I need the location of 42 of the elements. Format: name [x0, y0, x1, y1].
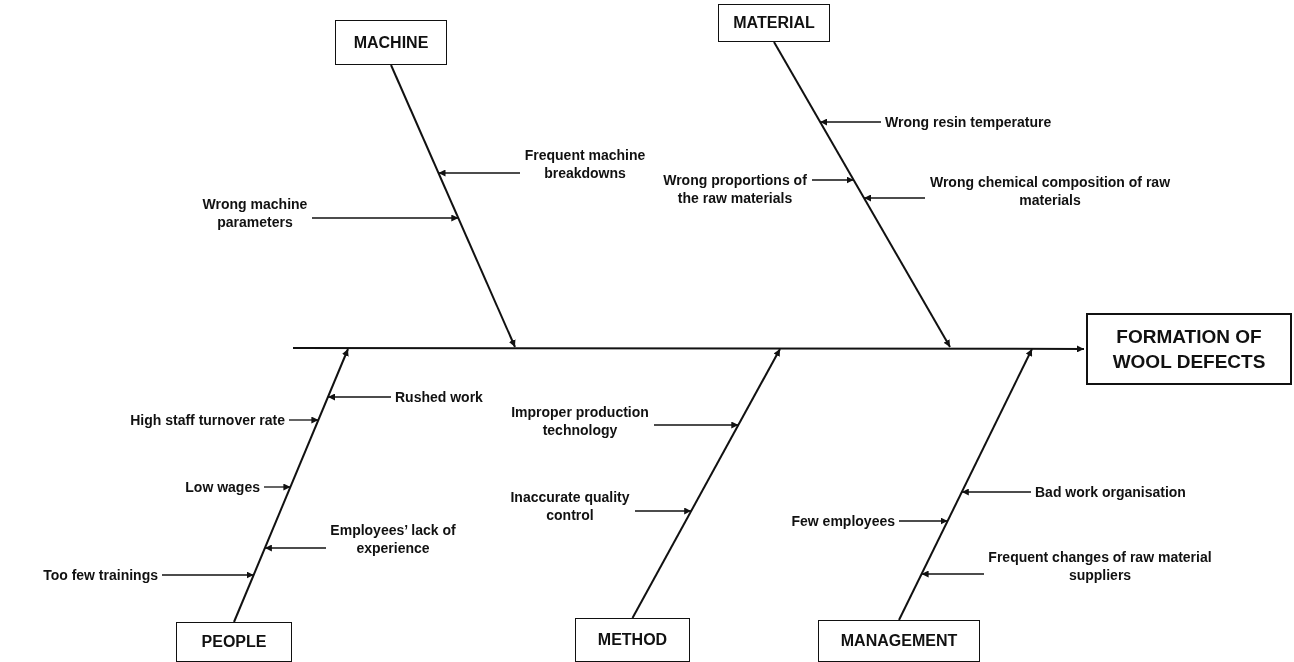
arrow [264, 544, 327, 552]
category-box: MANAGEMENT [818, 620, 980, 662]
arrow [653, 421, 739, 429]
cause-label: Bad work organisation [1035, 483, 1187, 501]
cause-label: Employees’ lack of experience [329, 521, 457, 557]
cause-label: Wrong machine parameters [202, 195, 308, 231]
bone-arrow [898, 348, 1033, 621]
category-box: METHOD [575, 618, 690, 662]
arrow [288, 416, 320, 424]
arrow [961, 488, 1032, 496]
bone-arrow [390, 64, 516, 348]
arrow [863, 194, 926, 202]
bone-arrow [773, 41, 951, 348]
arrow [634, 507, 692, 515]
arrow [898, 517, 949, 525]
cause-label: Low wages [184, 478, 260, 496]
category-box: PEOPLE [176, 622, 292, 662]
cause-label: Improper production technology [510, 403, 650, 439]
cause-label: Wrong resin temperature [885, 113, 1053, 131]
arrow [327, 393, 392, 401]
arrow [437, 169, 521, 177]
cause-label: Too few trainings [42, 566, 158, 584]
bone-arrow [233, 348, 349, 623]
spine-arrow [292, 345, 1085, 353]
category-box: MATERIAL [718, 4, 830, 42]
arrow [819, 118, 882, 126]
cause-label: Frequent changes of raw material suppliers [987, 548, 1213, 584]
cause-label: High staff turnover rate [129, 411, 285, 429]
arrow [311, 214, 459, 222]
arrow [263, 483, 292, 491]
arrow [920, 570, 985, 578]
arrow [161, 571, 255, 579]
effect-box: FORMATION OF WOOL DEFECTS [1086, 313, 1292, 385]
arrow [811, 176, 855, 184]
cause-label: Frequent machine breakdowns [524, 146, 646, 182]
cause-label: Inaccurate quality control [509, 488, 631, 524]
cause-label: Rushed work [395, 388, 484, 406]
cause-label: Few employees [790, 512, 895, 530]
cause-label: Wrong chemical composition of raw materials [929, 173, 1171, 209]
bone-arrow [631, 348, 781, 619]
cause-label: Wrong proportions of the raw materials [662, 171, 808, 207]
category-box: MACHINE [335, 20, 447, 65]
